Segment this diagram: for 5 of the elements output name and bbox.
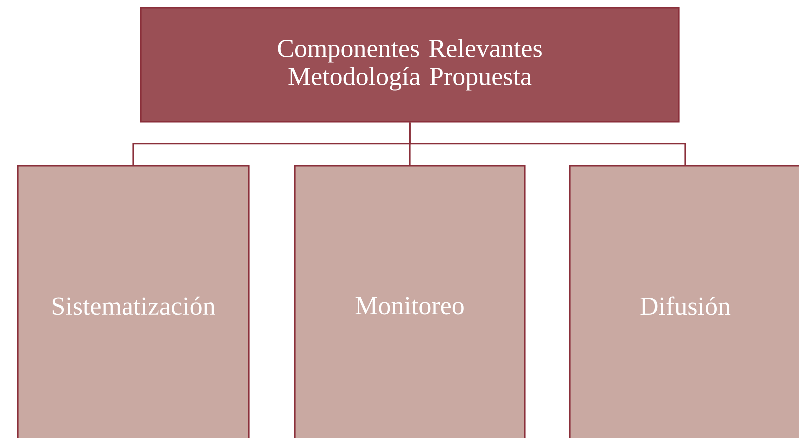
component-box: Monitoreo xyxy=(294,165,526,438)
connector-line xyxy=(409,122,686,166)
title-box: Componentes Relevantes Metodología Propuesta xyxy=(140,7,680,123)
component-box: Sistematización xyxy=(17,165,250,438)
component-box: Difusión xyxy=(569,165,799,438)
